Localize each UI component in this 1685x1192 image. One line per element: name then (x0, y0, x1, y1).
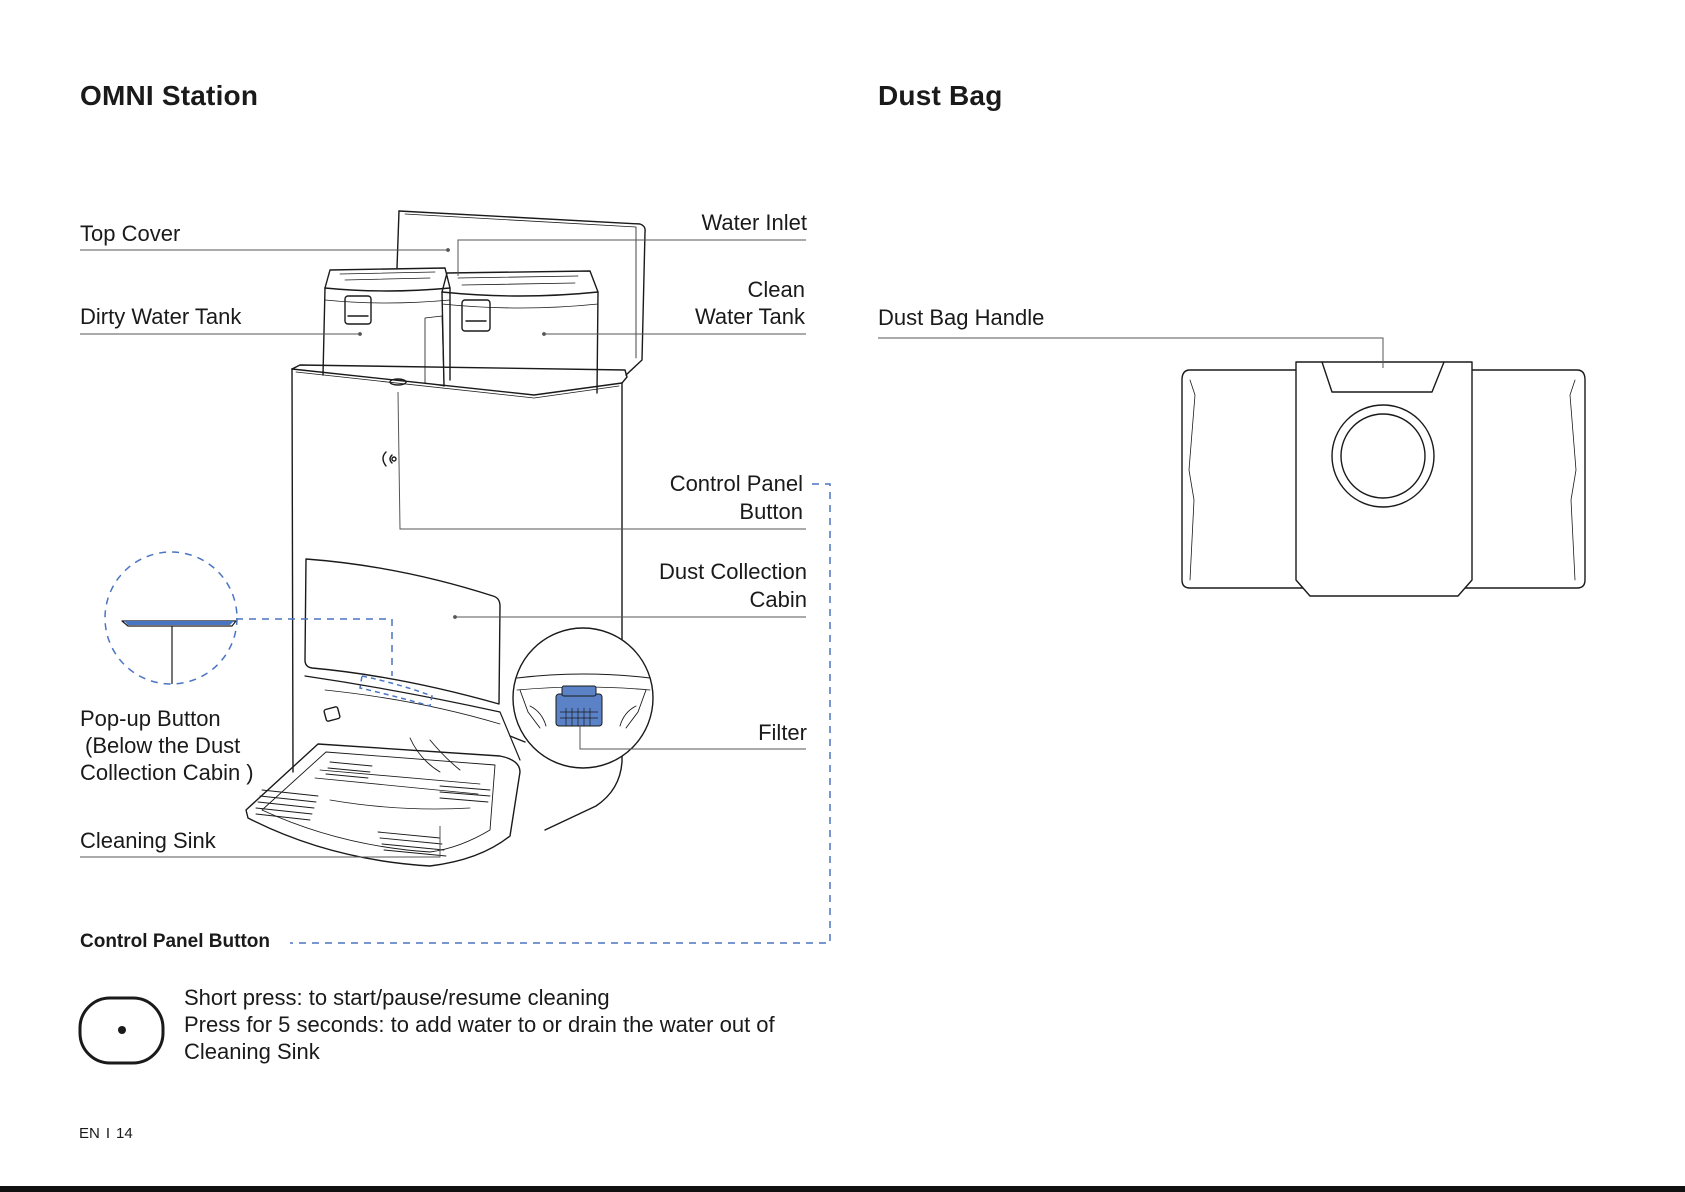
label-control-panel-line1: Control Panel (669, 471, 803, 496)
dust-bag-illustration (1181, 361, 1586, 597)
label-control-panel-line2: Button (739, 499, 803, 524)
control-panel-desc-line1: Short press: to start/pause/resume clean… (184, 985, 610, 1010)
footer-language: EN (79, 1125, 100, 1142)
control-panel-desc-line3: Cleaning Sink (184, 1039, 320, 1064)
label-dust-bag-handle: Dust Bag Handle (878, 305, 1045, 330)
control-panel-button-icon (78, 996, 165, 1065)
label-dust-collection-line1: Dust Collection (659, 559, 807, 584)
label-popup-button: Pop-up Button (Below the Dust Collection… (80, 705, 254, 786)
control-panel-desc-line2: Press for 5 seconds: to add water to or … (184, 1012, 775, 1037)
label-control-panel-button: Control Panel Button (670, 470, 803, 526)
label-dust-collection-line2: Cabin (749, 587, 807, 612)
label-popup-line3: Collection Cabin ) (80, 760, 254, 785)
label-dust-collection-cabin: Dust Collection Cabin (659, 558, 807, 614)
label-dirty-water-tank: Dirty Water Tank (80, 304, 242, 329)
label-popup-line1: Pop-up Button (80, 706, 221, 731)
label-cleaning-sink: Cleaning Sink (80, 828, 216, 853)
dust-bag-title: Dust Bag (878, 80, 1003, 111)
label-clean-water-tank: Clean Water Tank (695, 276, 805, 330)
label-top-cover: Top Cover (80, 221, 181, 246)
control-panel-title: Control Panel Button (80, 931, 270, 952)
label-popup-line2: (Below the Dust (85, 733, 241, 758)
footer-page-number: 14 (116, 1125, 133, 1142)
footer-separator: I (105, 1125, 111, 1142)
label-clean-water-tank-line1: Clean (747, 277, 805, 302)
filter-blue-element (555, 685, 603, 727)
label-water-inlet: Water Inlet (701, 210, 807, 235)
leader-lines (80, 239, 1384, 858)
page-footer: EN I 14 (79, 1125, 133, 1142)
omni-station-title: OMNI Station (80, 80, 259, 111)
omni-station-illustration (245, 210, 646, 867)
label-clean-water-tank-line2: Water Tank (694, 304, 805, 329)
control-panel-description: Short press: to start/pause/resume clean… (184, 984, 775, 1065)
label-filter: Filter (758, 720, 807, 745)
bottom-rule (0, 1186, 1685, 1192)
